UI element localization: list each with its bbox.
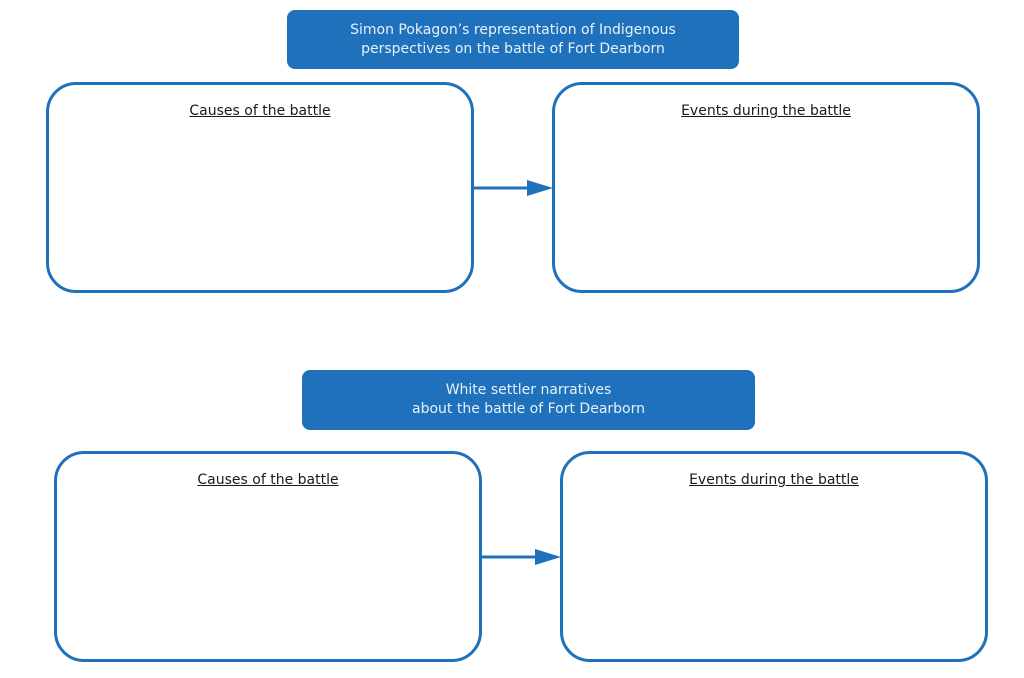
- events-box-title: Events during the battle: [681, 103, 851, 119]
- section-2-arrow-icon: [482, 549, 561, 565]
- section-2-events-box: Events during the battle: [560, 451, 988, 662]
- section-2-header: White settler narratives about the battl…: [302, 370, 755, 430]
- section-1-events-box: Events during the battle: [552, 82, 980, 293]
- header-line-1: Simon Pokagon’s representation of Indige…: [350, 21, 676, 38]
- causes-box-title: Causes of the battle: [189, 103, 331, 119]
- section-1-causes-box: Causes of the battle: [46, 82, 474, 293]
- section-2-causes-box: Causes of the battle: [54, 451, 482, 662]
- header-line-2: about the battle of Fort Dearborn: [412, 401, 645, 417]
- header-line-2: perspectives on the battle of Fort Dearb…: [361, 40, 665, 57]
- section-1-arrow-icon: [474, 180, 553, 196]
- causes-box-title: Causes of the battle: [197, 472, 339, 488]
- events-box-title: Events during the battle: [689, 472, 859, 488]
- section-1-header: Simon Pokagon’s representation of Indige…: [287, 10, 739, 69]
- header-line-1: White settler narratives: [445, 382, 612, 398]
